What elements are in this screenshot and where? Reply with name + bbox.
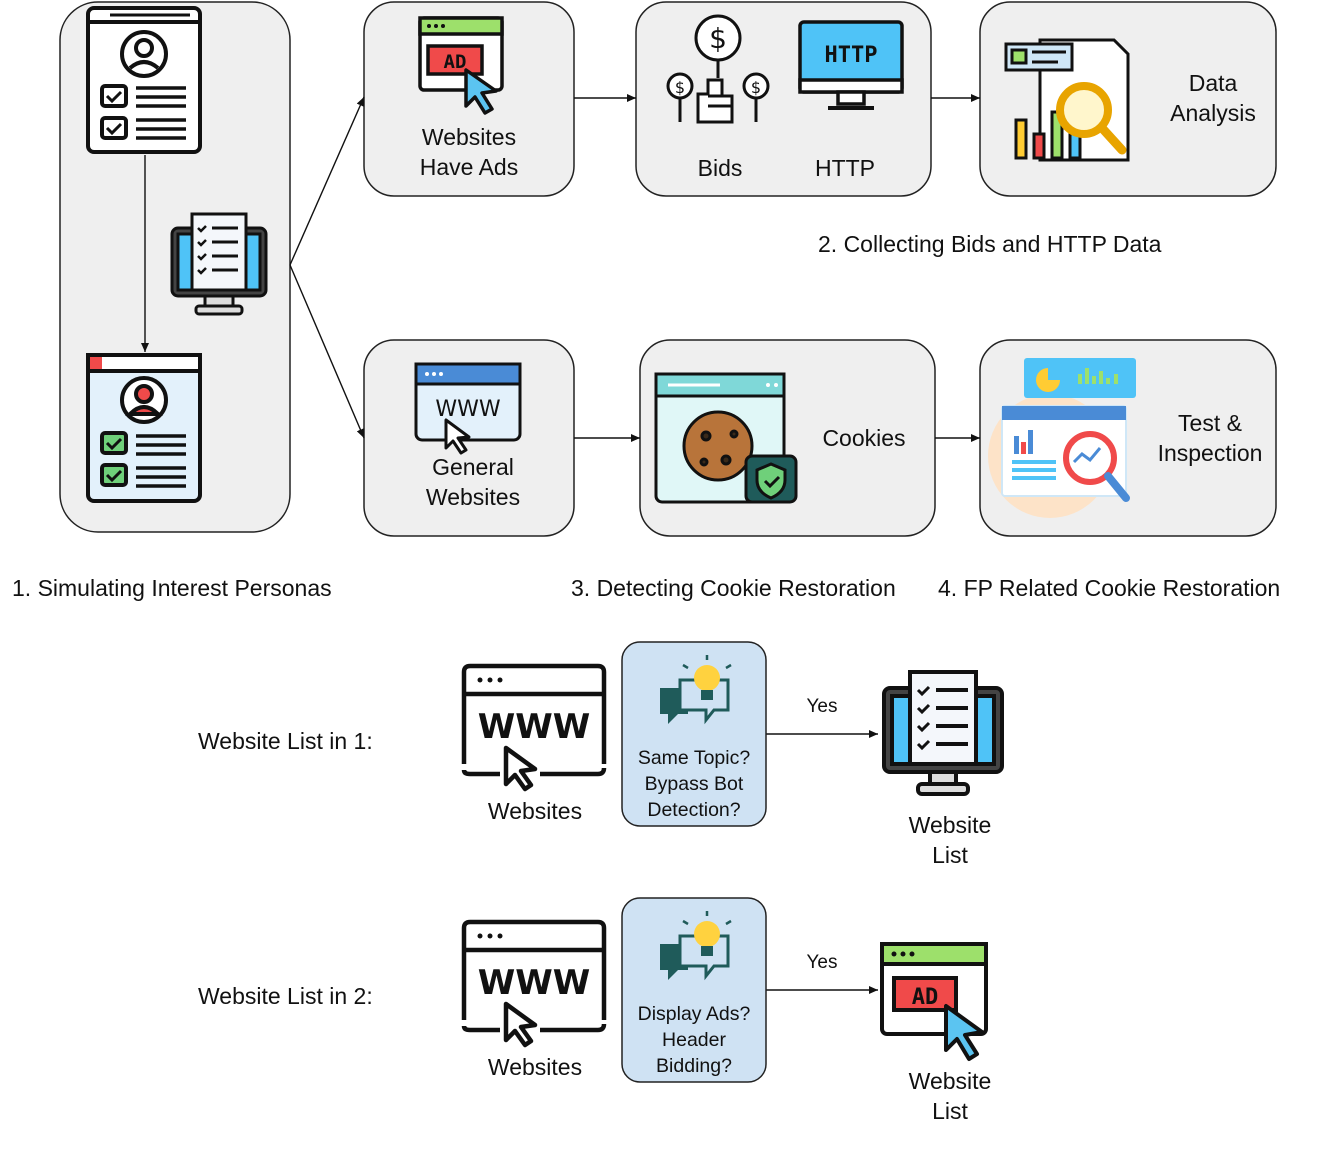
list1-result-monitor-icon: [882, 670, 1004, 796]
list1-www-text: WWW: [478, 707, 591, 747]
persona-profile-icon: [86, 6, 202, 154]
www-browser-icon: [414, 362, 522, 455]
list2-criteria-box: [621, 897, 767, 1083]
list1-websites-icon: [461, 663, 607, 792]
websites-have-ads-label-line1: Websites: [421, 124, 517, 150]
cookies-label: Cookies: [822, 425, 906, 451]
ad-browser-icon: [418, 16, 504, 115]
data-analysis-label-line1: Data: [1188, 70, 1238, 96]
data-analysis-icon: [1004, 38, 1130, 162]
list1-result-label-line1: Website: [908, 812, 992, 838]
dollar-symbol-left: $: [675, 78, 685, 97]
test-inspection-label-line2: Inspection: [1157, 440, 1263, 466]
http-monitor-icon: [798, 20, 904, 110]
stage4-label: 4. FP Related Cookie Restoration: [938, 575, 1281, 601]
list2-criteria-line3: Bidding?: [656, 1055, 732, 1077]
general-websites-label-line1: General: [432, 454, 514, 480]
monitor-checklist-icon: [170, 212, 268, 316]
list2-websites-icon: [461, 919, 607, 1048]
bids-label: Bids: [697, 155, 743, 181]
test-inspection-label-line1: Test &: [1178, 410, 1242, 436]
dollar-symbol-main: $: [709, 22, 727, 55]
list2-result-label-line2: List: [932, 1098, 968, 1124]
list2-idea-chat-icon: [660, 911, 732, 981]
cookie-browser-icon: [654, 372, 798, 504]
list2-result-label-line1: Website: [908, 1068, 992, 1094]
list2-ad-badge-text: AD: [912, 985, 939, 1010]
to-general-websites-arrow: [289, 264, 365, 439]
list1-criteria-box: [621, 641, 767, 827]
list2-title: Website List in 2:: [198, 983, 373, 1009]
list1-criteria-line1: Same Topic?: [637, 747, 751, 769]
flow-arrows: [141, 94, 980, 994]
list2-result-ad-icon: [880, 942, 988, 1061]
websites-have-ads-label-line2: Have Ads: [419, 154, 519, 180]
list2-yes-label: Yes: [806, 952, 838, 973]
list1-idea-chat-icon: [660, 655, 732, 725]
persona-profile-color-icon: [86, 353, 202, 503]
list1-websites-label: Websites: [487, 798, 583, 824]
list2-www-text: WWW: [478, 963, 591, 1003]
list1-criteria-line2: Bypass Bot: [644, 773, 744, 795]
www-small-text: WWW: [435, 397, 501, 422]
general-websites-label-line2: Websites: [425, 484, 521, 510]
stage1-label: 1. Simulating Interest Personas: [12, 575, 332, 601]
stage2-label: 2. Collecting Bids and HTTP Data: [818, 231, 1162, 257]
list1-yes-label: Yes: [806, 696, 838, 717]
list1-title: Website List in 1:: [198, 728, 373, 754]
stage3-label: 3. Detecting Cookie Restoration: [571, 575, 896, 601]
list1-result-label-line2: List: [932, 842, 968, 868]
list2-criteria-line1: Display Ads?: [637, 1003, 751, 1025]
list2-websites-label: Websites: [487, 1054, 583, 1080]
data-analysis-label-line2: Analysis: [1170, 100, 1256, 126]
list2-criteria-line2: Header: [662, 1029, 726, 1051]
http-label: HTTP: [814, 155, 876, 181]
list1-criteria-line3: Detection?: [647, 799, 741, 821]
dollar-symbol-right: $: [751, 78, 761, 97]
http-screen-text: HTTP: [825, 43, 878, 68]
bids-icon: [666, 14, 770, 124]
to-websites-have-ads-arrow: [289, 96, 365, 266]
test-inspection-icon: [988, 358, 1136, 518]
ad-badge-text: AD: [444, 51, 467, 73]
